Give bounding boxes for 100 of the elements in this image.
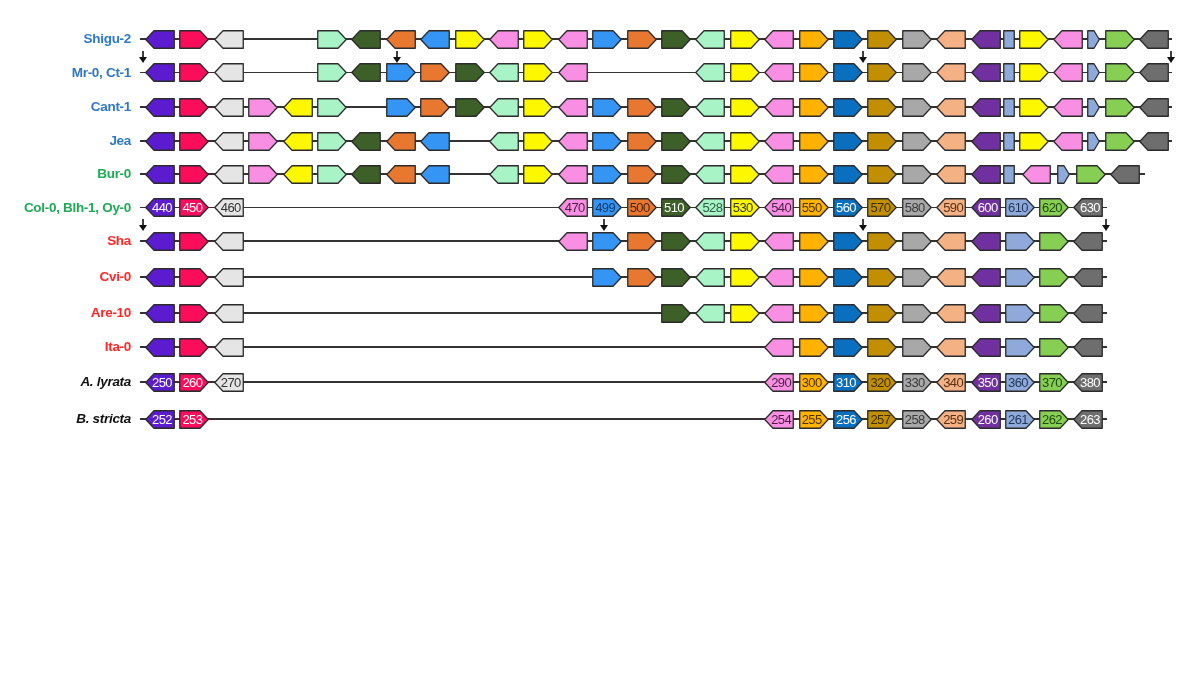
gene-arrow [936, 198, 967, 217]
gene-arrow [145, 303, 175, 323]
gene-arrow [489, 63, 519, 82]
gene-arrow [454, 63, 485, 82]
gene-arrow [317, 164, 347, 184]
gene-number: 263 [1080, 412, 1100, 426]
gene-arrow [145, 198, 175, 217]
gene-arrow [936, 231, 967, 251]
gene-arrow [729, 303, 760, 323]
gene-arrow [557, 164, 588, 184]
gene-arrow [901, 164, 932, 184]
gene-arrow [764, 372, 795, 392]
gene-arrow [695, 164, 726, 184]
gene-block [1003, 97, 1015, 117]
gene-arrow [970, 409, 1001, 429]
gene-number: 257 [870, 412, 891, 426]
gene-arrow [420, 97, 451, 117]
gene-arrow [557, 29, 588, 49]
gene-arrow [798, 198, 829, 217]
gene-number: 600 [977, 201, 998, 214]
gene-arrow [867, 372, 898, 392]
gene-arrow [213, 372, 244, 392]
gene-arrow [351, 164, 382, 184]
gene-arrow [729, 231, 760, 251]
gene-arrow [557, 131, 588, 151]
gene-arrow [145, 29, 175, 49]
gene-number: 300 [801, 375, 822, 389]
gene-arrow [592, 231, 623, 251]
gene-arrow [592, 164, 623, 184]
gene-arrow [661, 303, 691, 323]
gene-arrow [1019, 63, 1049, 82]
gene-arrow [901, 372, 932, 392]
gene-arrow [385, 131, 416, 151]
gene-arrow [798, 29, 829, 49]
gene-arrow [592, 198, 623, 217]
gene-arrow [764, 337, 795, 357]
gene-arrow [213, 198, 244, 217]
gene-number: 250 [152, 375, 172, 389]
gene-arrow [213, 267, 244, 287]
gene-arrow [661, 131, 691, 151]
gene-number: 560 [836, 201, 856, 214]
gene-number: 550 [801, 201, 822, 214]
gene-arrow [213, 164, 244, 184]
gene-arrow [1087, 63, 1100, 82]
gene-number: 261 [1008, 412, 1028, 426]
gene-arrow [1073, 267, 1103, 287]
gene-arrow [282, 131, 313, 151]
gene-arrow [798, 267, 829, 287]
gene-arrow [1039, 198, 1069, 217]
gene-arrow [145, 164, 175, 184]
accession-label: Sha [107, 234, 131, 248]
gene-arrow [557, 63, 588, 82]
gene-number: 350 [977, 375, 998, 389]
gene-arrow [936, 97, 967, 117]
gene-arrow [833, 29, 863, 49]
gene-arrow [1005, 231, 1035, 251]
gene-arrow [179, 267, 210, 287]
gene-arrow [523, 29, 554, 49]
gene-arrow [764, 198, 795, 217]
gene-arrow [420, 164, 451, 184]
gene-arrow [1087, 29, 1100, 49]
gene-arrow [661, 97, 691, 117]
gene-arrow [1073, 409, 1103, 429]
gene-number: 254 [771, 412, 792, 426]
gene-arrow [970, 63, 1001, 82]
gene-arrow [729, 198, 760, 217]
gene-arrow [317, 29, 347, 49]
gene-arrow [661, 198, 691, 217]
gene-arrow [695, 198, 726, 217]
gene-arrow [936, 303, 967, 323]
gene-arrow [867, 337, 898, 357]
accession-label: A. lyrata [80, 375, 131, 389]
gene-arrow [179, 198, 210, 217]
gene-number: 510 [664, 201, 684, 214]
accession-label: Col-0, Blh-1, Oy-0 [23, 200, 131, 214]
gene-arrow [970, 372, 1001, 392]
gene-arrow [454, 97, 485, 117]
gene-arrow [867, 198, 898, 217]
gene-number: 270 [220, 375, 241, 389]
gene-arrow [248, 164, 279, 184]
gene-arrow [523, 131, 554, 151]
gene-arrow [867, 63, 898, 82]
gene-arrow [901, 409, 932, 429]
gene-arrow [385, 97, 416, 117]
gene-arrow [798, 409, 829, 429]
gene-arrow [317, 97, 347, 117]
gene-arrow [764, 29, 795, 49]
gene-arrow [282, 164, 313, 184]
gene-arrow [420, 131, 451, 151]
gene-number: 252 [152, 412, 172, 426]
gene-arrow [833, 337, 863, 357]
gene-arrow [1039, 372, 1069, 392]
gene-arrow [248, 131, 279, 151]
accession-label: B. stricta [76, 412, 131, 426]
gene-arrow [1087, 131, 1100, 151]
gene-arrow [626, 131, 657, 151]
gene-number: 590 [943, 201, 964, 214]
gene-arrow [489, 131, 519, 151]
gene-arrow [489, 97, 519, 117]
gene-arrow [1073, 198, 1103, 217]
